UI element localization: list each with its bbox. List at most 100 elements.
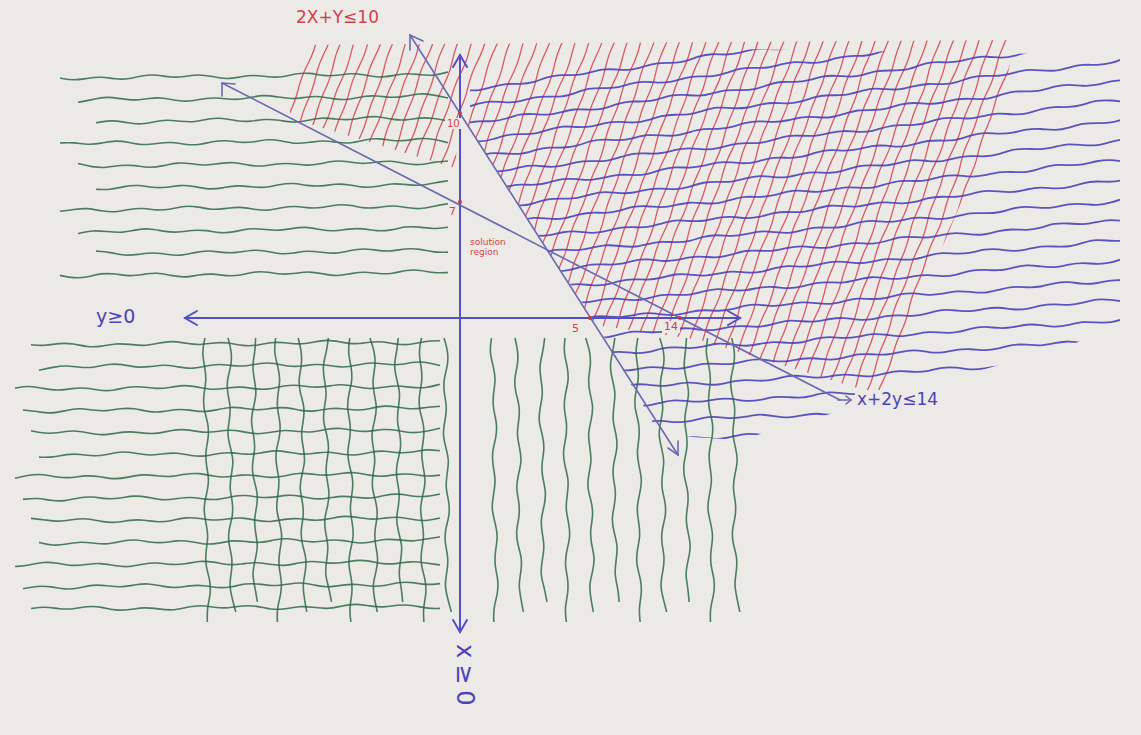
hatch-stroke xyxy=(39,537,440,545)
hatch-stroke xyxy=(894,30,1034,420)
axis-arrowhead xyxy=(453,55,467,67)
hatch-stroke xyxy=(465,180,1125,243)
hatch-stroke xyxy=(23,406,440,413)
hatch-stroke xyxy=(986,30,1127,420)
hatch-stroke xyxy=(375,30,516,420)
inequality-label: y≥0 xyxy=(94,306,137,327)
hatch-stroke xyxy=(443,338,451,612)
hatch-stroke xyxy=(922,30,1062,420)
hatch-stroke xyxy=(974,30,1114,420)
hatch-stroke xyxy=(490,338,498,622)
hatch-stroke xyxy=(946,30,1086,420)
hatch-stroke xyxy=(387,30,528,420)
hatch-stroke xyxy=(701,30,841,420)
hatch-stroke xyxy=(370,338,378,612)
hatch-stroke xyxy=(556,30,697,420)
green-hatching xyxy=(15,72,740,622)
intercept-number: 7 xyxy=(447,206,458,218)
hatch-stroke xyxy=(270,30,411,420)
hatch-stroke xyxy=(96,117,448,124)
hatch-stroke xyxy=(31,428,440,434)
hatch-stroke xyxy=(395,338,403,602)
hatch-stroke xyxy=(465,0,1125,90)
hatch-stroke xyxy=(610,338,619,602)
hatch-stroke xyxy=(246,30,385,420)
hatch-stroke xyxy=(419,338,426,622)
intercept-dot xyxy=(588,316,592,320)
hatch-stroke xyxy=(564,338,570,622)
hatch-stroke xyxy=(843,30,982,420)
hatch-stroke xyxy=(323,338,331,602)
inequality-label: x≥0 xyxy=(452,642,478,714)
hatch-stroke xyxy=(259,30,399,420)
hatch-stroke xyxy=(465,479,1125,499)
axis-arrowhead xyxy=(728,311,740,325)
hatch-stroke xyxy=(298,338,307,612)
intercept-dot xyxy=(458,200,462,204)
y-axis xyxy=(459,55,461,632)
inequality-label: 2X+Y≤10 xyxy=(294,8,381,27)
line-arrowhead xyxy=(222,83,235,96)
hatch-stroke xyxy=(465,39,1125,124)
hatch-stroke xyxy=(659,338,667,612)
blue-hatching xyxy=(465,0,1126,585)
hatch-stroke xyxy=(586,338,594,612)
boundary-line xyxy=(410,35,678,455)
hatch-stroke xyxy=(78,161,448,167)
hatch-stroke xyxy=(465,498,1125,515)
hatch-stroke xyxy=(731,338,740,612)
intercept-dot xyxy=(678,316,682,320)
hatch-stroke xyxy=(78,227,448,234)
hatch-stroke xyxy=(648,30,788,420)
hatch-stroke xyxy=(323,30,464,420)
axes xyxy=(185,55,740,632)
hatch-stroke xyxy=(283,30,424,420)
hatch-stroke xyxy=(60,72,448,80)
hatch-stroke xyxy=(60,204,448,212)
hatch-stroke xyxy=(465,100,1125,175)
hatch-stroke xyxy=(23,582,440,589)
hatch-stroke xyxy=(1077,30,1141,420)
hatch-stroke xyxy=(465,558,1125,567)
hatch-stroke xyxy=(465,319,1125,364)
hatch-stroke xyxy=(348,338,353,622)
hatch-stroke xyxy=(96,249,448,255)
hatch-stroke xyxy=(1039,30,1141,420)
hatch-stroke xyxy=(39,362,440,370)
hatch-stroke xyxy=(335,30,476,420)
intercept-dot xyxy=(458,111,462,115)
hatch-stroke xyxy=(635,338,641,622)
region-label: solution region xyxy=(468,238,524,258)
hatch-stroke xyxy=(203,338,210,622)
hatch-stroke xyxy=(15,473,440,479)
hatch-stroke xyxy=(465,119,1125,193)
hatch-stroke xyxy=(31,340,440,346)
hatch-stroke xyxy=(539,338,547,602)
hatch-stroke xyxy=(311,30,450,420)
hatch-stroke xyxy=(60,270,448,278)
hatch-stroke xyxy=(39,450,440,457)
axis-arrowhead xyxy=(453,620,467,632)
intercept-number: 10 xyxy=(445,118,462,129)
tick-dots xyxy=(458,111,682,320)
hatch-stroke xyxy=(504,30,644,420)
hatch-stroke xyxy=(465,240,1125,293)
hatch-stroke xyxy=(31,516,440,522)
hatch-stroke xyxy=(596,30,737,420)
hatch-stroke xyxy=(218,30,359,420)
line-arrowhead xyxy=(410,35,423,50)
hatch-stroke xyxy=(252,338,258,602)
hatch-stroke xyxy=(465,139,1125,210)
hatch-stroke xyxy=(194,30,333,420)
boundary-line xyxy=(222,83,840,400)
hatch-stroke xyxy=(227,338,236,612)
boundary-lines xyxy=(222,35,851,455)
hatch-stroke xyxy=(934,30,1075,420)
hatch-stroke xyxy=(465,518,1125,533)
intercept-number: 5 xyxy=(570,323,581,335)
label-arrowhead xyxy=(846,396,851,404)
hatch-stroke xyxy=(465,160,1125,227)
hatch-stroke xyxy=(452,30,592,420)
hatch-stroke xyxy=(465,299,1125,345)
